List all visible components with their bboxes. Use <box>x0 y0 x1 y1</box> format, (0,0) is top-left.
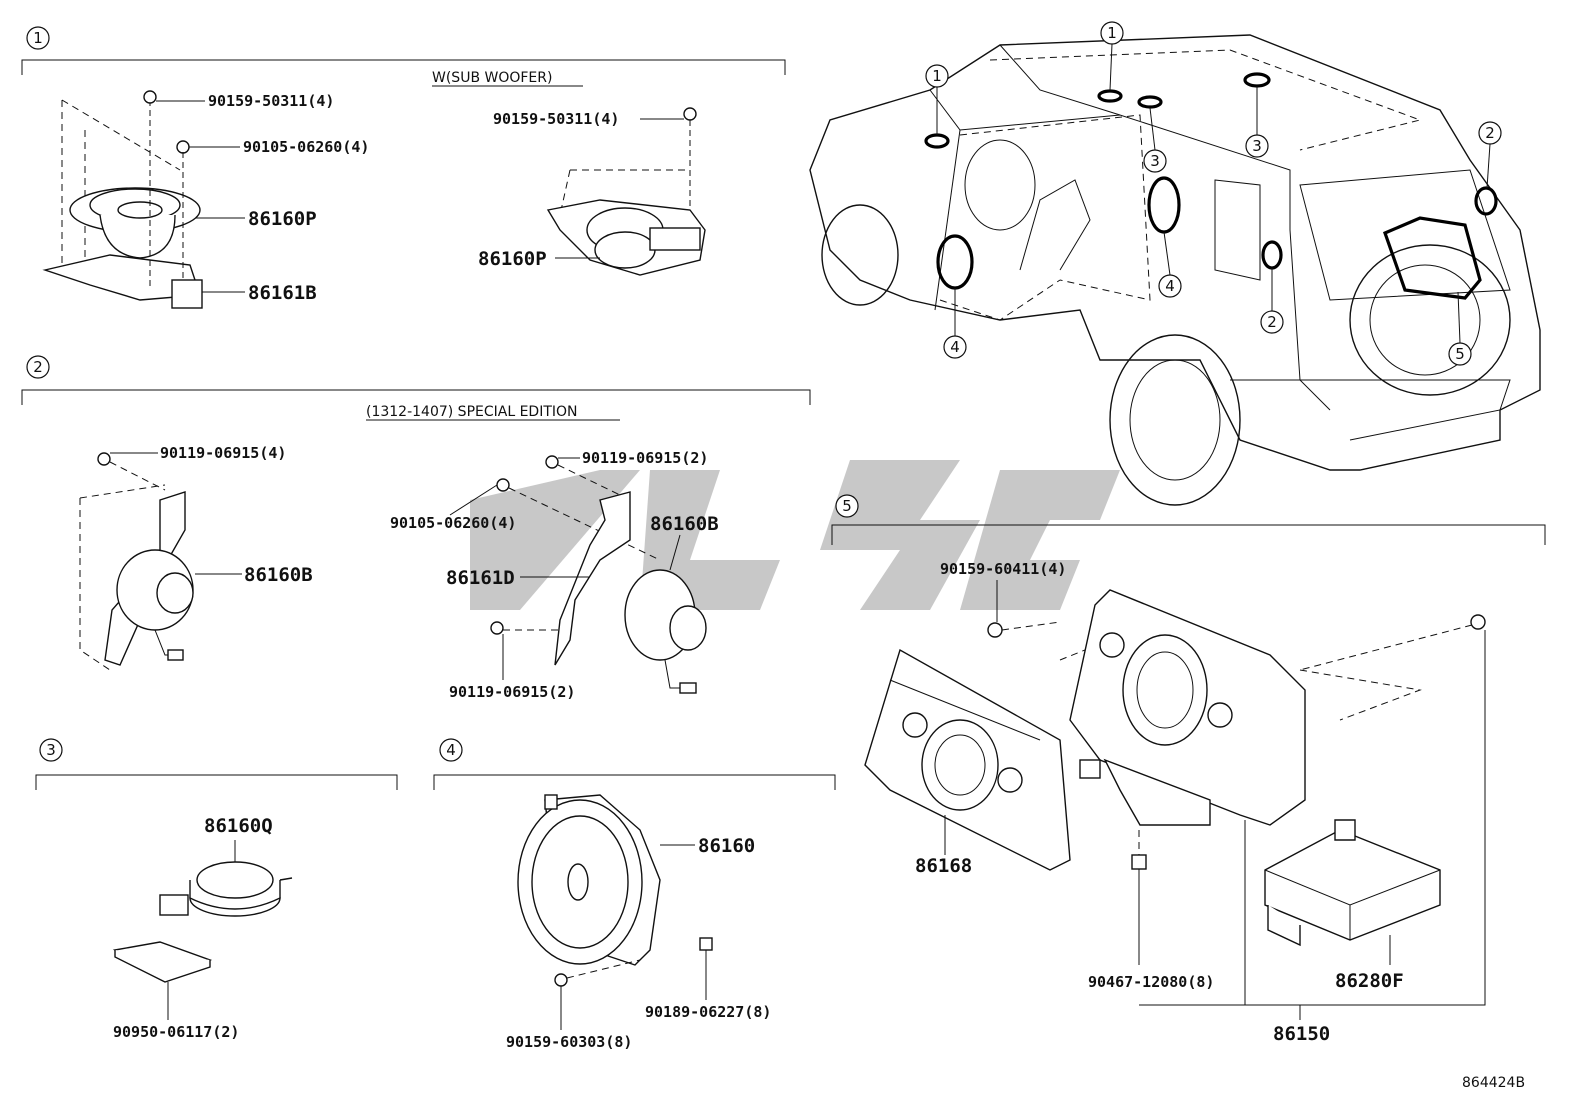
screw-right <box>1470 614 1486 630</box>
clip-90467-12080 <box>1131 854 1147 870</box>
label-90950-06117: 90950-06117(2) <box>113 1023 239 1041</box>
vehicle-callout-2a: 2 <box>1267 313 1277 331</box>
label-86160p-a: 86160P <box>248 208 317 230</box>
vehicle-callout-4b: 4 <box>950 338 960 356</box>
vehicle-illustration: 1 1 3 3 2 2 4 4 5 <box>809 21 1541 506</box>
label-86160b-b: 86160B <box>650 513 719 535</box>
section-4-number: 4 <box>446 741 456 759</box>
screw-90159-60303 <box>554 973 568 987</box>
label-86280f: 86280F <box>1335 970 1404 992</box>
section-2-title: (1312-1407) SPECIAL EDITION <box>366 404 578 420</box>
section-1-marker <box>26 26 50 50</box>
label-86150: 86150 <box>1273 1023 1330 1045</box>
pad-90950-06117 <box>112 941 213 983</box>
label-86160q: 86160Q <box>204 815 273 837</box>
vehicle-callout-1b: 1 <box>1107 24 1117 42</box>
section-5: 5 90159-60411(4) 86168 <box>831 494 1546 1045</box>
drawing-code: 864424B <box>1462 1075 1525 1091</box>
section-4-marker <box>439 738 463 762</box>
section-5-number: 5 <box>842 497 852 515</box>
amplifier-86280f <box>1264 819 1441 947</box>
clip-90189-06227 <box>699 937 713 951</box>
section-3-number: 3 <box>46 741 56 759</box>
section-3: 3 86160Q 90950-06117(2) <box>35 738 398 1041</box>
label-90159-60303: 90159-60303(8) <box>506 1033 632 1051</box>
speaker-86160p-left <box>42 90 203 309</box>
panel-86168 <box>864 648 1071 871</box>
label-86160p-b: 86160P <box>478 248 547 270</box>
label-90105-06260-a: 90105-06260(4) <box>243 138 369 156</box>
section-2-marker <box>26 355 50 379</box>
label-86160: 86160 <box>698 835 755 857</box>
label-90159-60411: 90159-60411(4) <box>940 560 1066 578</box>
label-90119-06915-b: 90119-06915(2) <box>582 449 708 467</box>
watermark-logo <box>470 460 1120 610</box>
speaker-86160b-special <box>490 455 707 694</box>
section-1-title: W(SUB WOOFER) <box>432 70 552 86</box>
section-4: 4 86160 90189-06227(8) 90159-60303(8) <box>433 738 836 1051</box>
label-90189-06227: 90189-06227(8) <box>645 1003 771 1021</box>
vehicle-callout-5: 5 <box>1455 345 1465 363</box>
section-2-number: 2 <box>33 358 43 376</box>
speaker-86160b-left <box>79 452 194 671</box>
speaker-86160 <box>517 794 661 966</box>
section-1-number: 1 <box>33 29 43 47</box>
label-90159-50311-b: 90159-50311(4) <box>493 110 619 128</box>
label-86161b: 86161B <box>248 282 317 304</box>
screw-90159-60411 <box>987 622 1003 638</box>
speaker-86160q <box>159 861 293 917</box>
vehicle-callout-3b: 3 <box>1252 137 1262 155</box>
woofer-enclosure <box>1069 589 1306 826</box>
label-90105-06260-b: 90105-06260(4) <box>390 514 516 532</box>
vehicle-callout-3a: 3 <box>1150 152 1160 170</box>
label-90119-06915-c: 90119-06915(2) <box>449 683 575 701</box>
label-90119-06915-a: 90119-06915(4) <box>160 444 286 462</box>
vehicle-callout-4a: 4 <box>1165 277 1175 295</box>
section-3-marker <box>39 738 63 762</box>
label-90467-12080: 90467-12080(8) <box>1088 973 1214 991</box>
section-1: 1 W(SUB WOOFER) 90159-50311(4) 90105-062… <box>21 26 786 309</box>
vehicle-callout-2b: 2 <box>1485 124 1495 142</box>
section-2: 2 (1312-1407) SPECIAL EDITION 90119-0691… <box>21 355 811 701</box>
vehicle-callout-1a: 1 <box>932 67 942 85</box>
label-86168: 86168 <box>915 855 972 877</box>
subwoofer-86160p <box>546 107 706 276</box>
label-90159-50311-a: 90159-50311(4) <box>208 92 334 110</box>
label-86161d: 86161D <box>446 567 515 589</box>
label-86160b-a: 86160B <box>244 564 313 586</box>
section-5-marker <box>835 494 859 518</box>
